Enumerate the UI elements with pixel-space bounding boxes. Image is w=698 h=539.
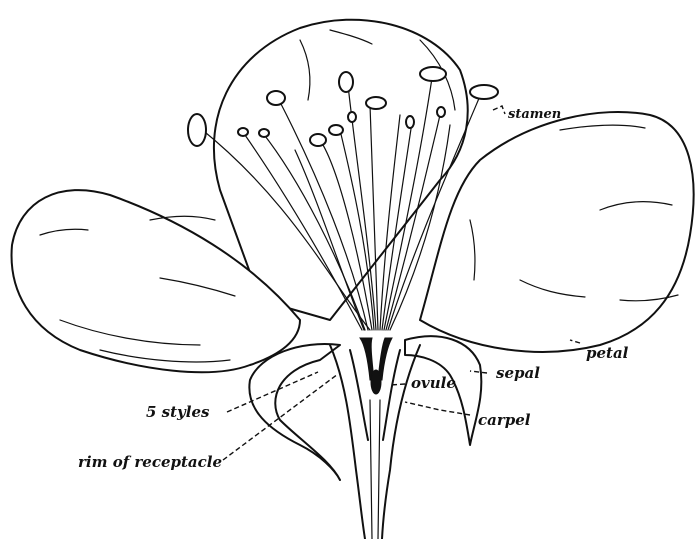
label-carpel: carpel bbox=[478, 411, 531, 429]
label-styles: 5 styles bbox=[146, 403, 210, 421]
label-rim-of-receptacle: rim of receptacle bbox=[78, 453, 222, 471]
label-ovule: ovule bbox=[411, 374, 456, 392]
receptacle bbox=[249, 336, 481, 539]
label-stamen: stamen bbox=[508, 107, 561, 122]
label-sepal: sepal bbox=[496, 364, 540, 382]
label-petal: petal bbox=[586, 344, 629, 362]
sepal-left bbox=[249, 344, 340, 480]
